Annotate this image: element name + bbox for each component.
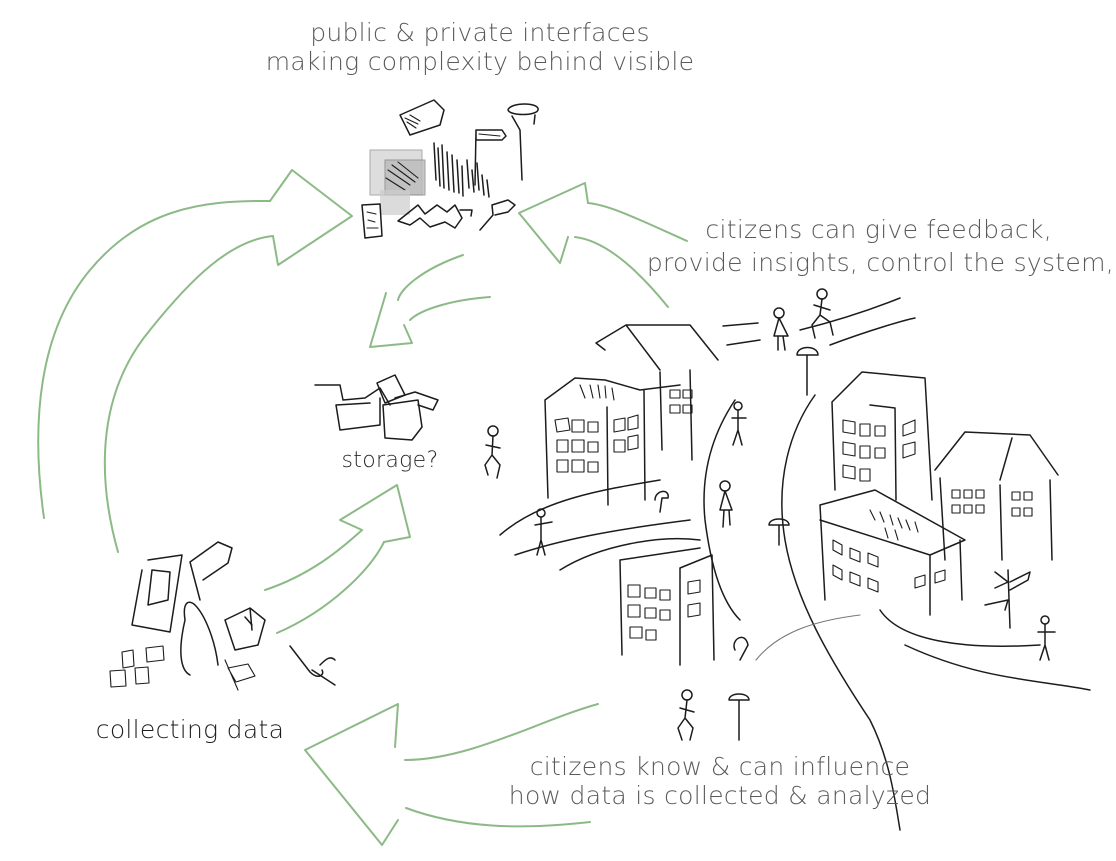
lamp-icon — [728, 693, 750, 741]
influence-label: citizens know & can influence how data i… — [470, 752, 970, 810]
arrow-collecting-to-interfaces — [37, 169, 353, 553]
interfaces-label: public & private interfaces making compl… — [230, 18, 730, 76]
arrow-collecting-to-storage — [264, 484, 411, 634]
storage-label: storage? — [341, 448, 439, 473]
arrow-city-to-collecting — [304, 703, 599, 846]
lamp-icon — [768, 518, 790, 546]
boxes-icon — [314, 374, 439, 441]
person-icon — [677, 689, 695, 741]
person-icon — [484, 425, 501, 479]
interfaces-label-line-1: public & private interfaces — [310, 18, 650, 47]
arrow-city-to-interfaces — [518, 182, 688, 308]
person-icon — [534, 508, 553, 556]
person-icon — [719, 480, 733, 528]
lamp-icon — [796, 346, 819, 396]
person-icon — [811, 288, 834, 339]
pipe-icon — [654, 490, 669, 513]
person-icon — [773, 307, 789, 351]
signpost-icon — [984, 569, 1031, 629]
parking-sign-icon — [733, 636, 749, 661]
arrow-interfaces-to-storage — [369, 254, 491, 348]
collecting-data-label: collecting data — [95, 715, 285, 744]
person-icon — [731, 401, 747, 446]
person-icon — [1037, 615, 1056, 661]
influence-label-line-2: how data is collected & analyzed — [508, 781, 932, 810]
influence-label-line-1: citizens know & can influence — [529, 752, 911, 781]
feedback-label-line-2: provide insights, control the system, — [646, 248, 1114, 277]
sensors-sketch-icon — [109, 541, 336, 691]
city-sketch-icon — [484, 288, 1091, 831]
feedback-label-line-1: citizens can give feedback, — [705, 215, 1052, 244]
feedback-label: citizens can give feedback, provide insi… — [620, 213, 1116, 279]
interfaces-sketch-icon — [361, 99, 539, 239]
interfaces-label-line-2: making complexity behind visible — [265, 47, 695, 76]
